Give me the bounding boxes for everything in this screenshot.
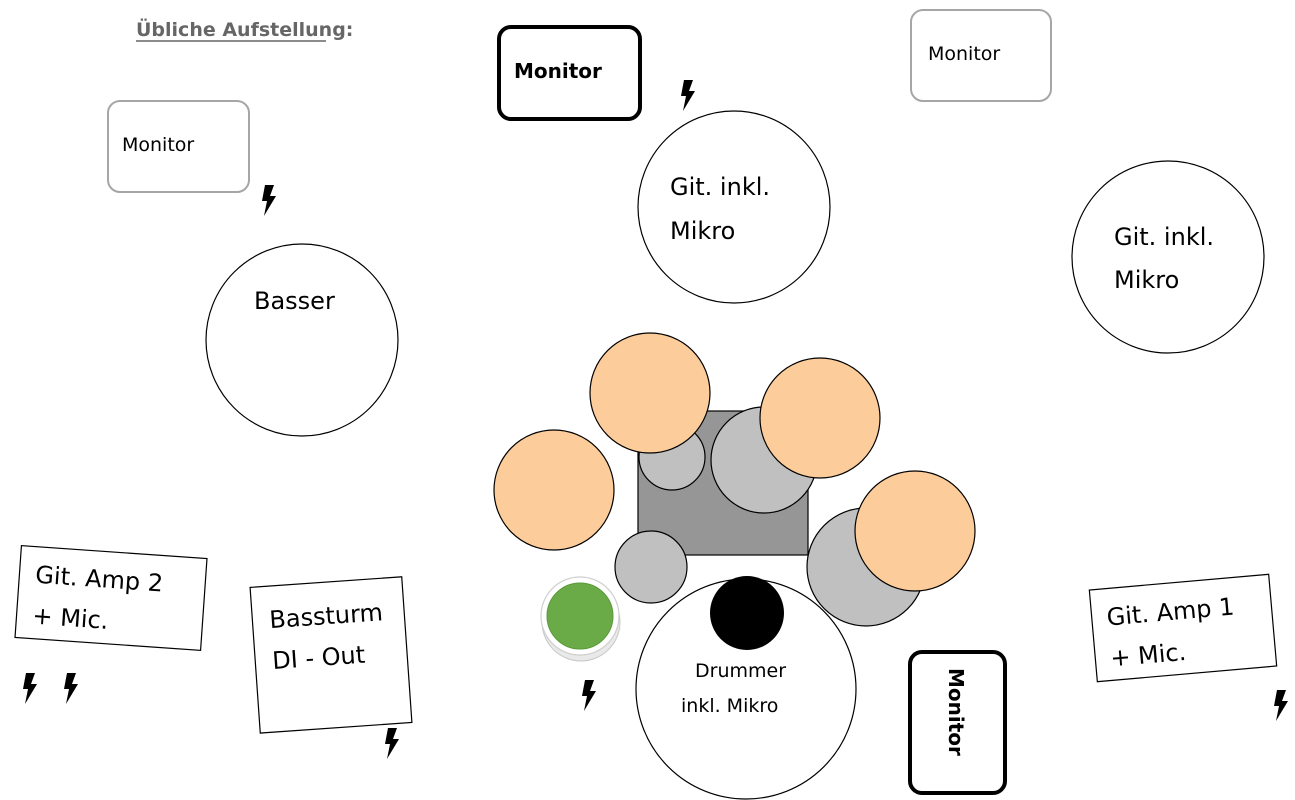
power-icon-amp1 (1274, 690, 1288, 721)
snare-drum (614, 530, 688, 604)
guitar-center-label-line1: Git. inkl. (670, 173, 770, 201)
bass-tower: Bassturm DI - Out (249, 576, 413, 734)
guitar-center-label-line2: Mikro (670, 217, 735, 245)
bass-drum (710, 576, 784, 650)
cymbal-ride (759, 357, 881, 479)
guitar-amp-2: Git. Amp 2 + Mic. (14, 544, 208, 652)
guitar-player-right: Git. inkl. Mikro (1071, 160, 1265, 354)
guitar-right-label-line2: Mikro (1114, 266, 1179, 294)
monitor-top-left: Monitor (107, 100, 250, 193)
cymbal-crash-right (854, 470, 976, 592)
bass-player-label: Basser (254, 287, 335, 315)
monitor-drum-side: Monitor (908, 650, 1007, 795)
drummer-label-line2: inkl. Mikro (681, 695, 778, 717)
bass-tower-line2: DI - Out (271, 641, 366, 675)
power-icon-bass (262, 185, 276, 216)
monitor-top-center-label: Monitor (514, 59, 602, 83)
power-icon-bass-tower (385, 728, 399, 759)
bass-player: Basser (205, 243, 399, 437)
drum-kit: Drummer inkl. Mikro (493, 332, 976, 800)
drummer-label-line1: Drummer (695, 660, 786, 682)
monitor-top-center: Monitor (497, 25, 642, 121)
monitor-top-right-label: Monitor (928, 43, 1000, 65)
guitar-amp-1-line2: + Mic. (1109, 638, 1187, 673)
monitor-drum-side-label: Monitor (944, 668, 968, 756)
monitor-top-right: Monitor (910, 9, 1052, 102)
power-icon-amp2-b (64, 673, 78, 704)
electronic-pad (540, 576, 621, 662)
drummer: Drummer inkl. Mikro (635, 576, 857, 800)
power-icon-guitar-center (681, 80, 695, 111)
guitar-player-center: Git. inkl. Mikro (637, 110, 831, 304)
guitar-right-label-line1: Git. inkl. (1114, 223, 1214, 251)
power-icon-drums (582, 680, 596, 711)
cymbal-hihat (589, 332, 711, 454)
monitor-top-left-label: Monitor (122, 134, 194, 156)
cymbal-crash-left (493, 429, 615, 551)
guitar-amp-1: Git. Amp 1 + Mic. (1088, 573, 1278, 683)
diagram-title: Übliche Aufstellung: (136, 17, 353, 41)
power-icon-amp2-a (23, 673, 37, 704)
guitar-amp-2-line2: + Mic. (32, 602, 110, 635)
